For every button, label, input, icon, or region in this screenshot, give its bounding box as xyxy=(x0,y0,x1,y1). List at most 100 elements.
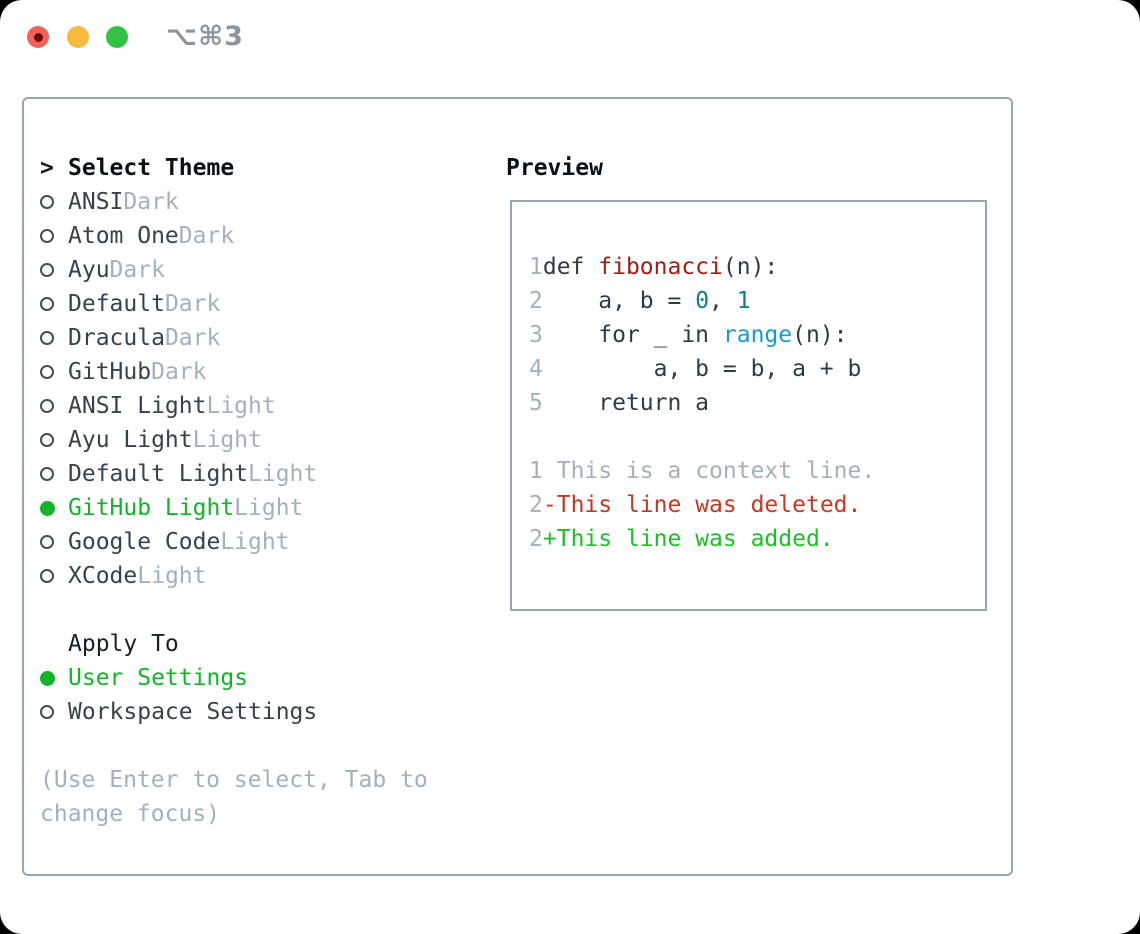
code-line: 5 return a xyxy=(529,386,985,420)
radio-icon xyxy=(40,229,54,243)
radio-cell xyxy=(40,195,68,209)
apply-to-label: User Settings xyxy=(68,665,249,691)
diff-marker xyxy=(543,458,557,484)
code-token: (n): xyxy=(722,254,779,280)
preview-header: Preview xyxy=(506,155,603,181)
code-line: 3 for _ in range(n): xyxy=(529,318,985,352)
apply-to-header-row: Apply To xyxy=(40,627,428,661)
theme-name: Default Light xyxy=(68,461,249,487)
theme-option[interactable]: ANSI Dark xyxy=(40,185,428,219)
line-number: 4 xyxy=(529,356,543,382)
apply-to-option[interactable]: Workspace Settings xyxy=(40,695,428,729)
code-token: range xyxy=(722,322,793,348)
theme-option[interactable]: GitHub Light Light xyxy=(40,491,428,525)
minimize-button[interactable] xyxy=(67,26,89,48)
code-token: a, b = b, a + b xyxy=(542,356,862,382)
theme-variant-tag: Dark xyxy=(178,223,235,249)
radio-cell xyxy=(40,500,68,516)
select-theme-header: Select Theme xyxy=(68,155,235,181)
radio-selected-icon xyxy=(40,500,55,516)
theme-variant-tag: Light xyxy=(192,427,262,453)
code-token: fibonacci xyxy=(598,254,723,280)
diff-line: 1 This is a context line. xyxy=(529,454,985,488)
line-number: 2 xyxy=(529,526,543,552)
theme-variant-tag: Dark xyxy=(109,257,165,283)
diff-text: This is a context line. xyxy=(556,458,876,484)
radio-cell xyxy=(40,467,68,481)
radio-cell xyxy=(40,229,68,243)
window-title: ⌥⌘3 xyxy=(166,21,244,52)
theme-option[interactable]: XCode Light xyxy=(40,559,428,593)
hint-line-1: (Use Enter to select, Tab to xyxy=(40,767,428,793)
zoom-button[interactable] xyxy=(106,26,128,48)
theme-variant-tag: Dark xyxy=(123,189,179,215)
code-token: a, b = xyxy=(542,288,696,314)
diff-marker: - xyxy=(542,492,557,518)
code-token: (n): xyxy=(792,322,848,348)
line-number: 5 xyxy=(529,390,543,416)
theme-option[interactable]: Ayu Light Light xyxy=(40,423,428,457)
apply-to-header: Apply To xyxy=(68,631,179,657)
diff-marker: + xyxy=(542,526,557,552)
radio-cell xyxy=(40,331,68,345)
theme-option[interactable]: GitHub Dark xyxy=(40,355,428,389)
theme-variant-tag: Dark xyxy=(151,359,207,385)
theme-option[interactable]: Default Light Light xyxy=(40,457,428,491)
line-number: 2 xyxy=(529,288,543,314)
unsaved-indicator-dot xyxy=(33,32,43,42)
diff-line: 2 + This line was added. xyxy=(529,522,985,556)
select-theme-header-row: > Select Theme xyxy=(40,151,428,185)
theme-option[interactable]: Dracula Dark xyxy=(40,321,428,355)
theme-variant-tag: Light xyxy=(137,563,207,589)
radio-cell xyxy=(40,433,68,447)
theme-name: Atom One xyxy=(68,223,179,249)
theme-name: Ayu Light xyxy=(68,427,193,453)
line-number: 1 xyxy=(529,254,543,280)
radio-icon xyxy=(40,297,54,311)
code-line: 4 a, b = b, a + b xyxy=(529,352,985,386)
code-token: 0 xyxy=(695,288,710,314)
code-line: 2 a, b = 0, 1 xyxy=(529,284,985,318)
diff-sample: 1 This is a context line.2 - This line w… xyxy=(529,454,985,556)
theme-option[interactable]: Default Dark xyxy=(40,287,428,321)
theme-option[interactable]: Ayu Dark xyxy=(40,253,428,287)
theme-option[interactable]: ANSI Light Light xyxy=(40,389,428,423)
radio-cell xyxy=(40,297,68,311)
titlebar: ⌥⌘3 xyxy=(0,0,1140,70)
radio-icon xyxy=(40,433,54,447)
radio-icon xyxy=(40,569,54,583)
diff-line: 2 - This line was deleted. xyxy=(529,488,985,522)
theme-name: ANSI xyxy=(68,189,124,215)
code-line: 1 def fibonacci(n): xyxy=(529,250,985,284)
radio-icon xyxy=(40,399,54,413)
theme-name: GitHub Light xyxy=(68,495,235,521)
theme-option[interactable]: Atom One Dark xyxy=(40,219,428,253)
apply-to-option[interactable]: User Settings xyxy=(40,661,428,695)
radio-cell xyxy=(40,705,68,719)
code-token: , xyxy=(709,288,737,314)
radio-icon xyxy=(40,331,54,345)
theme-option[interactable]: Google Code Light xyxy=(40,525,428,559)
close-button[interactable] xyxy=(27,26,49,48)
theme-variant-tag: Light xyxy=(220,529,290,555)
radio-icon xyxy=(40,535,54,549)
theme-name: Google Code xyxy=(68,529,221,555)
theme-name: GitHub xyxy=(68,359,152,385)
radio-cell xyxy=(40,365,68,379)
code-token: def xyxy=(542,254,599,280)
cursor-cell: > xyxy=(40,155,68,181)
radio-cell xyxy=(40,535,68,549)
keyboard-hint: (Use Enter to select, Tab to change focu… xyxy=(40,763,428,831)
apply-to-label: Workspace Settings xyxy=(68,699,318,725)
spacer xyxy=(40,593,428,627)
radio-cell xyxy=(40,263,68,277)
line-number: 1 xyxy=(529,458,543,484)
theme-variant-tag: Light xyxy=(248,461,318,487)
spacer xyxy=(40,729,428,763)
radio-icon xyxy=(40,263,54,277)
